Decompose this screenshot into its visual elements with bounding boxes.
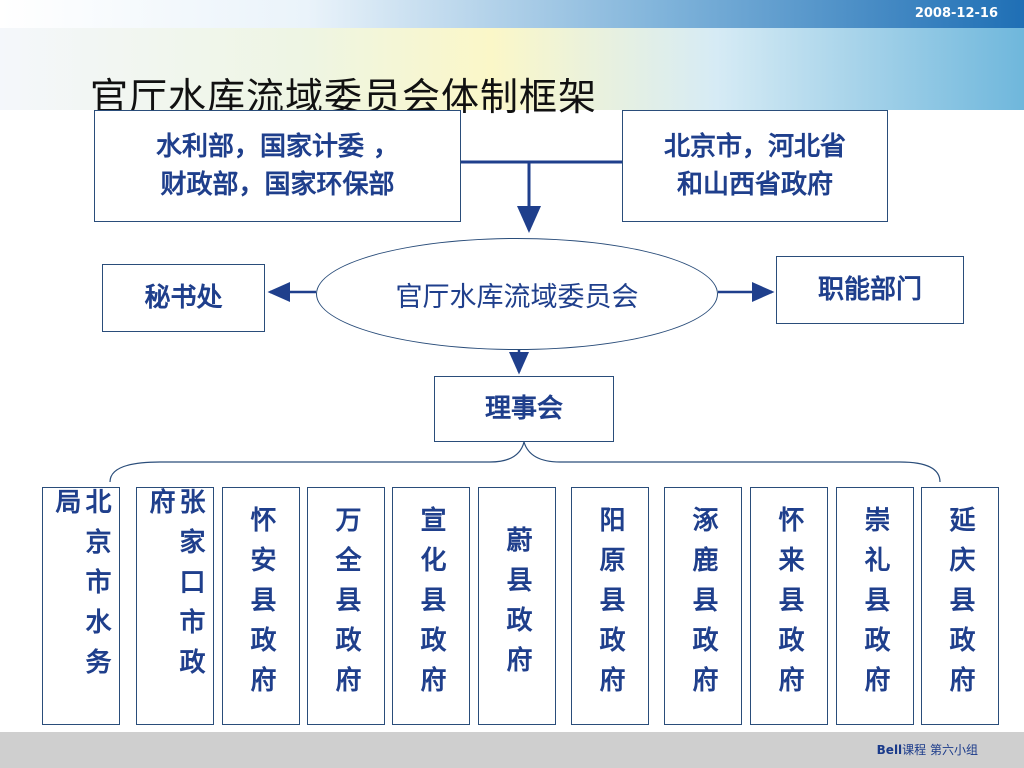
provinces-line-1: 北京市，河北省 xyxy=(663,132,846,162)
member-box: 蔚县政府 xyxy=(478,487,556,725)
footer-bar: Bell课程 第六小组 xyxy=(0,732,1024,768)
member-label: 崇礼县政府 xyxy=(860,506,890,706)
secretariat-box: 秘书处 xyxy=(102,264,265,332)
member-box: 延庆县政府 xyxy=(921,487,999,725)
member-box: 怀安县政府 xyxy=(222,487,300,725)
footer-text: Bell课程 第六小组 xyxy=(877,741,978,758)
member-label: 阳原县政府 xyxy=(595,506,625,706)
member-label: 延庆县政府 xyxy=(945,506,975,706)
member-box: 怀来县政府 xyxy=(750,487,828,725)
ministries-line-1: 水利部，国家计委 ， xyxy=(155,132,400,162)
member-box: 阳原县政府 xyxy=(571,487,649,725)
member-box: 崇礼县政府 xyxy=(836,487,914,725)
member-box: 涿鹿县政府 xyxy=(664,487,742,725)
member-label: 张家口市政府 xyxy=(145,488,205,688)
committee-node: 官厅水库流域委员会 xyxy=(316,238,718,350)
slide-date: 2008-12-16 xyxy=(914,6,998,21)
member-label: 北京市水务局 xyxy=(51,488,111,688)
secretariat-label: 秘书处 xyxy=(144,283,223,313)
provinces-line-2: 和山西省政府 xyxy=(676,170,833,200)
member-label: 蔚县政府 xyxy=(502,526,532,686)
member-brace xyxy=(109,439,941,483)
committee-label: 官厅水库流域委员会 xyxy=(395,281,639,313)
council-box: 理事会 xyxy=(434,376,614,442)
ministries-line-2: 财政部，国家环保部 xyxy=(160,170,395,200)
provinces-box: 北京市，河北省 和山西省政府 xyxy=(622,110,888,222)
functional-dept-box: 职能部门 xyxy=(776,256,964,324)
member-label: 怀安县政府 xyxy=(246,506,276,706)
top-bar: 2008-12-16 xyxy=(0,0,1024,28)
member-box: 张家口市政府 xyxy=(136,487,214,725)
member-label: 宣化县政府 xyxy=(416,506,446,706)
footer-brand: Bell xyxy=(876,743,903,757)
footer-label: 课程 第六小组 xyxy=(902,743,978,757)
ministries-box: 水利部，国家计委 ， 财政部，国家环保部 xyxy=(94,110,461,222)
member-label: 万全县政府 xyxy=(331,506,361,706)
member-box: 宣化县政府 xyxy=(392,487,470,725)
member-box: 北京市水务局 xyxy=(42,487,120,725)
member-label: 怀来县政府 xyxy=(774,506,804,706)
functional-dept-label: 职能部门 xyxy=(817,275,922,305)
member-label: 涿鹿县政府 xyxy=(688,506,718,706)
member-box: 万全县政府 xyxy=(307,487,385,725)
council-label: 理事会 xyxy=(484,394,563,424)
